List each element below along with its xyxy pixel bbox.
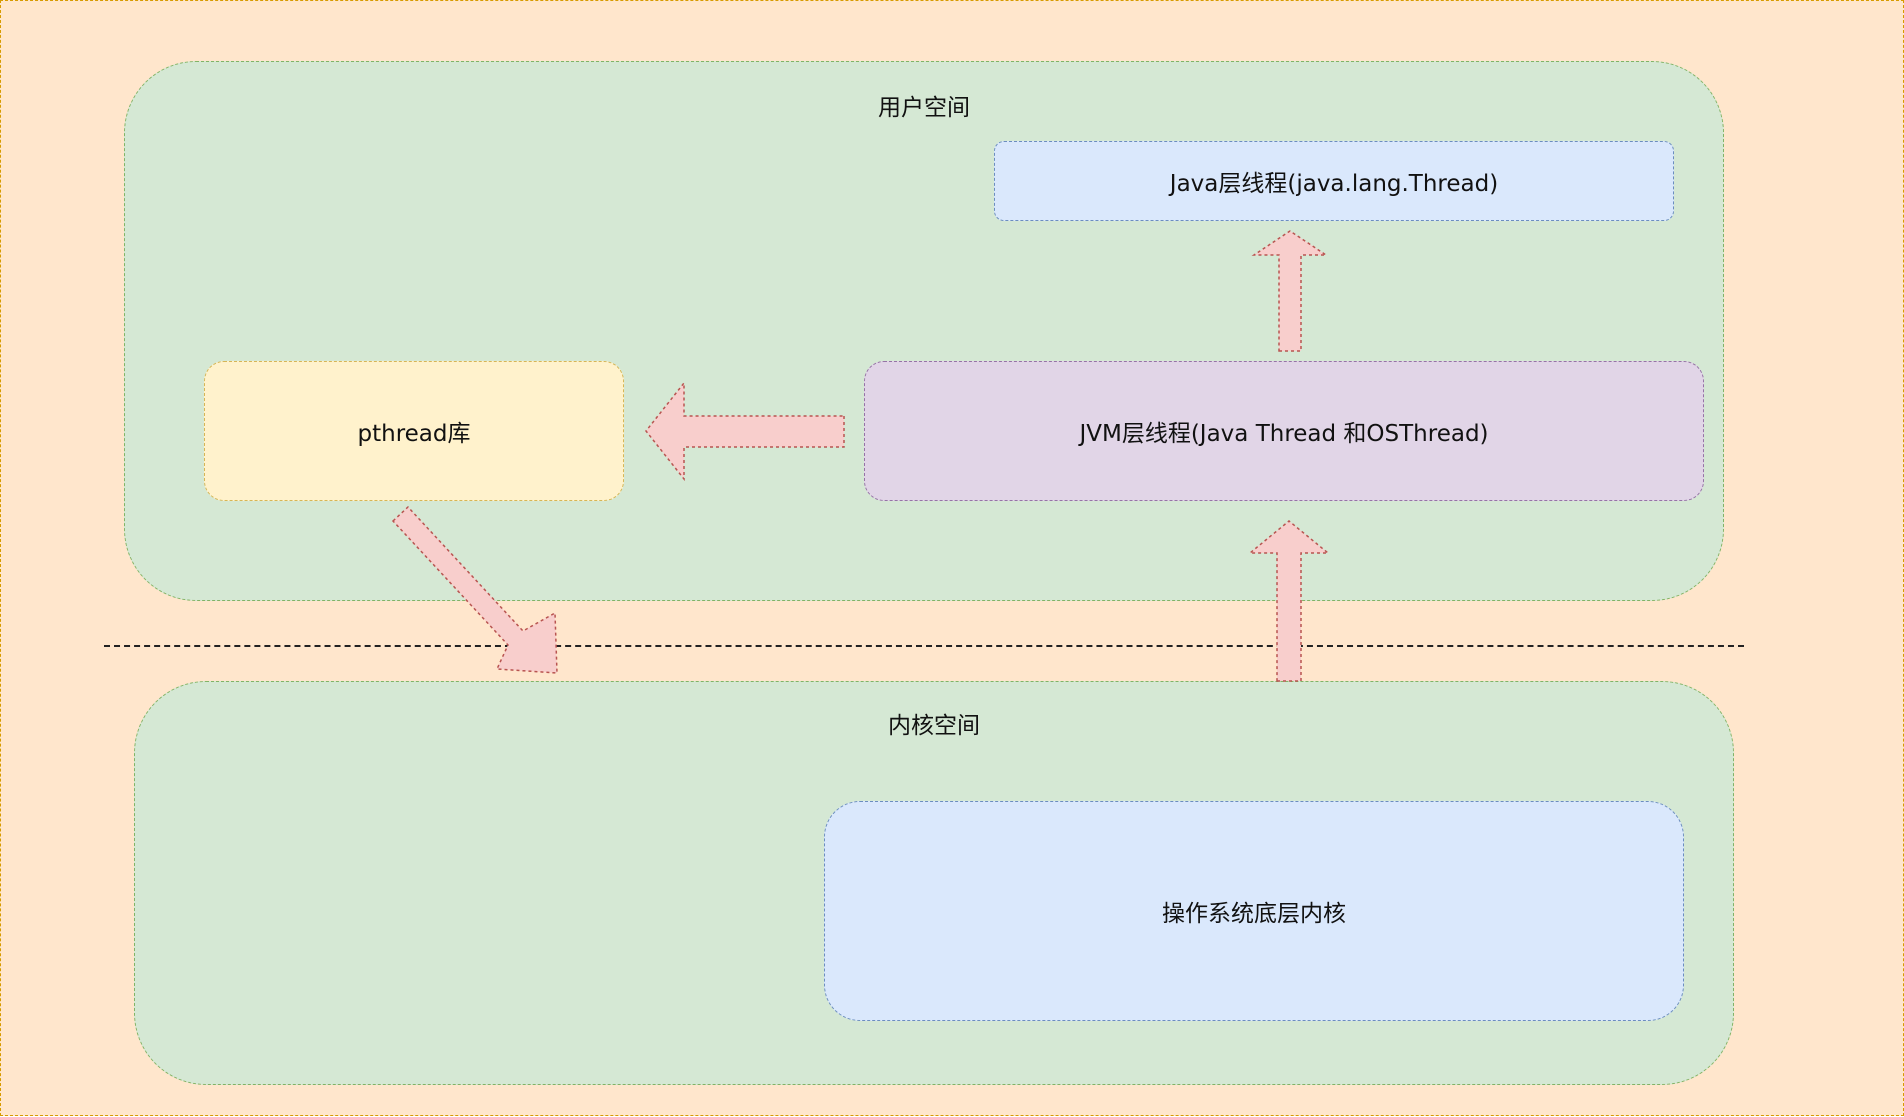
diagonal-arrow-pthread-to-kernel xyxy=(391,505,558,674)
java-thread-box: Java层线程(java.lang.Thread) xyxy=(994,141,1674,221)
user-space-title: 用户空间 xyxy=(878,95,970,121)
kernel-space-title: 内核空间 xyxy=(888,713,980,739)
left-arrow-jvm-to-pthread xyxy=(645,380,845,482)
space-divider-line xyxy=(104,645,1744,647)
java-thread-label: Java层线程(java.lang.Thread) xyxy=(1169,171,1499,197)
os-kernel-box: 操作系统底层内核 xyxy=(824,801,1684,1021)
jvm-thread-box: JVM层线程(Java Thread 和OSThread) xyxy=(864,361,1704,501)
pthread-label: pthread库 xyxy=(357,421,471,447)
pthread-box: pthread库 xyxy=(204,361,624,501)
up-arrow-jvm-to-java xyxy=(1251,230,1329,352)
up-arrow-kernel-to-jvm xyxy=(1247,520,1331,682)
jvm-thread-label: JVM层线程(Java Thread 和OSThread) xyxy=(1079,421,1489,447)
os-kernel-label: 操作系统底层内核 xyxy=(1162,901,1346,927)
